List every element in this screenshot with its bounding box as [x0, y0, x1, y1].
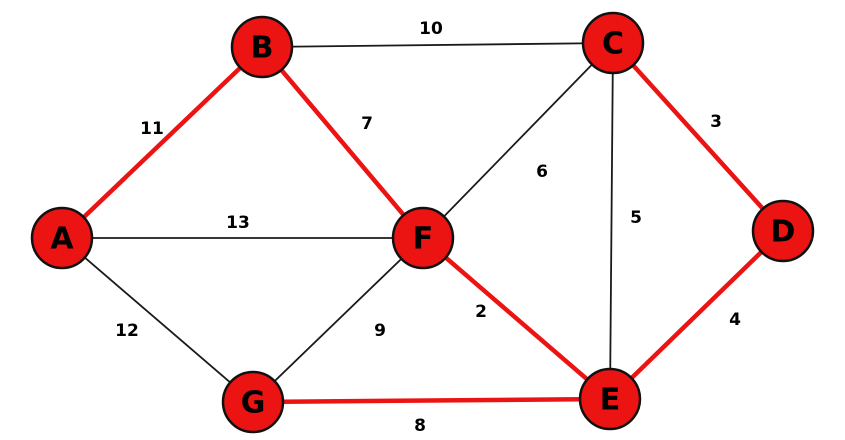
edge-weight-A-B: 11 — [140, 119, 164, 139]
edge-B-F — [260, 45, 425, 240]
edge-weight-B-C: 10 — [419, 19, 443, 39]
edge-weight-C-E: 5 — [630, 208, 642, 228]
edge-A-B — [60, 45, 264, 240]
graph-node-label-B: B — [251, 31, 274, 66]
graph-node-label-A: A — [50, 222, 74, 257]
edge-weight-A-F: 13 — [226, 213, 250, 233]
edge-weight-A-G: 12 — [115, 321, 139, 341]
graph-node-label-D: D — [771, 215, 796, 250]
graph-node-C — [581, 11, 645, 75]
edge-weight-D-E: 4 — [729, 310, 741, 330]
edge-C-D — [611, 41, 785, 233]
edge-weight-F-G: 9 — [374, 321, 386, 341]
edge-F-E — [421, 236, 612, 401]
edge-F-G — [252, 237, 424, 403]
graph-node-E — [578, 367, 642, 431]
graph-node-label-C: C — [602, 27, 624, 62]
graph-node-label-F: F — [413, 222, 434, 257]
edge-A-G — [61, 237, 254, 403]
edge-C-F — [422, 42, 614, 239]
edge-D-E — [608, 229, 785, 401]
graph-node-G — [221, 370, 285, 434]
graph-node-label-E: E — [600, 383, 621, 418]
edge-G-E — [252, 396, 611, 405]
graph-node-B — [230, 15, 294, 79]
edge-B-C — [261, 42, 614, 48]
edge-weight-B-F: 7 — [361, 114, 373, 134]
edge-weight-C-F: 6 — [536, 162, 548, 182]
edge-weight-C-D: 3 — [710, 112, 722, 132]
graph-node-D — [751, 199, 815, 263]
edge-C-E — [609, 42, 614, 400]
graph-node-F — [391, 206, 455, 270]
edge-weight-G-E: 8 — [414, 416, 426, 436]
edge-weight-F-E: 2 — [475, 302, 487, 322]
graph-node-label-G: G — [241, 386, 266, 421]
graph-node-A — [30, 206, 94, 270]
